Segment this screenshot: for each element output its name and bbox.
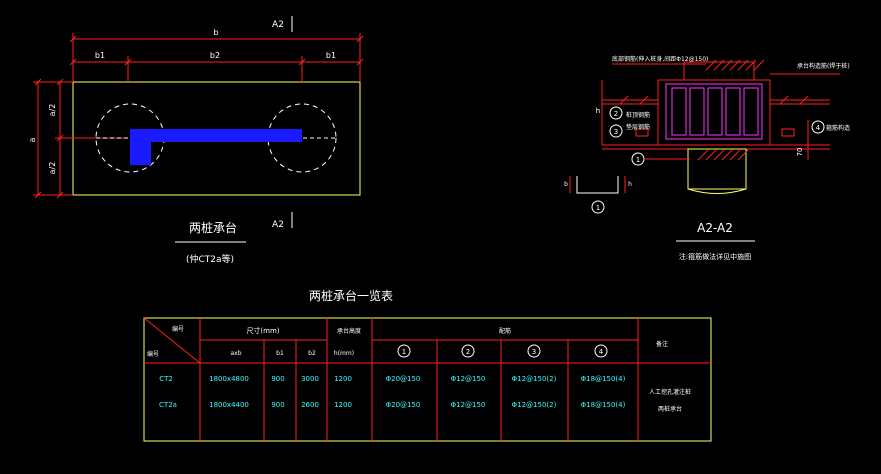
remark-line-1: 人工挖孔灌注桩 <box>649 388 691 396</box>
section-hatch <box>619 59 809 161</box>
cell-r3: Φ12@150(2) <box>512 401 557 409</box>
header-diagonal <box>143 317 201 364</box>
svg-text:2: 2 <box>466 348 470 356</box>
rebar-cage <box>665 83 763 140</box>
cell-id: CT2 <box>159 375 173 383</box>
table-border <box>143 317 712 442</box>
section-title: A2-A2 <box>697 221 733 235</box>
svg-text:编号: 编号 <box>172 325 184 333</box>
svg-text:3: 3 <box>614 128 618 136</box>
marker-3: 3 <box>609 124 623 138</box>
svg-text:4: 4 <box>599 348 604 356</box>
header-num-1: 1 <box>397 344 411 358</box>
section-label-left-mid: 桩顶钢筋 <box>626 111 650 119</box>
cell-b2: 2600 <box>301 401 319 409</box>
svg-text:1: 1 <box>636 156 640 164</box>
cell-b1: 900 <box>271 375 284 383</box>
section-label-right-low: 箍筋构造 <box>826 124 850 132</box>
header-remark: 备注 <box>656 340 668 348</box>
section-mark-bottom: A2 <box>272 220 284 230</box>
table-row: CT2 1800x4800 900 3000 1200 Φ20@150 Φ12@… <box>159 375 625 383</box>
section-mark-top: A2 <box>272 20 284 30</box>
table-title: 两桩承台一览表 <box>309 288 393 303</box>
cell-axb: 1800x4400 <box>209 401 249 409</box>
header-size: 尺寸(mm) <box>246 326 279 335</box>
header-num-4: 4 <box>594 344 608 358</box>
dim-label-b2: b2 <box>210 51 220 60</box>
svg-text:h: h <box>628 181 632 188</box>
section-label-right-top: 承台构造筋(焊于桩) <box>797 62 850 70</box>
cell-r4: Φ18@150(4) <box>581 401 626 409</box>
svg-text:2: 2 <box>614 110 618 118</box>
section-note-bottom: 注:箍筋做法详见中施图 <box>679 252 751 261</box>
cell-r2: Φ12@150 <box>451 375 486 383</box>
dim-label-b1-left: b1 <box>95 51 105 60</box>
dim-label-b: b <box>213 28 218 37</box>
cell-b1: 900 <box>271 401 284 409</box>
section-view: h 70 底部钢筋(伸入桩身,间距Φ12@150) 承台构造筋(焊于桩) 桩顶钢… <box>564 55 850 261</box>
plan-title: 两桩承台 <box>189 220 237 235</box>
dim-label-a2-bottom: a/2 <box>48 162 57 175</box>
section-pile <box>687 148 747 190</box>
svg-text:b: b <box>564 181 568 188</box>
section-dim-h: h <box>596 107 600 115</box>
dim-label-a2-top: a/2 <box>48 104 57 117</box>
cell-h: 1200 <box>334 401 352 409</box>
svg-text:4: 4 <box>816 124 821 132</box>
header-height: 承台高度 <box>337 327 361 335</box>
pile-cap-table: 两桩承台一览表 编号 编号 尺寸(mm) 承台高度 h(mm) 配筋 备注 ax… <box>143 288 712 442</box>
header-rebar: 配筋 <box>499 327 511 335</box>
header-b2: b2 <box>308 350 316 357</box>
section-label-left-low: 垫层钢筋 <box>626 123 650 131</box>
cell-r1: Φ20@150 <box>386 375 421 383</box>
marker-4: 4 <box>811 120 825 134</box>
section-note-top: 底部钢筋(伸入桩身,间距Φ12@150) <box>612 55 708 63</box>
header-b1: b1 <box>276 350 284 357</box>
cell-b2: 3000 <box>301 375 319 383</box>
header-num-3: 3 <box>527 344 541 358</box>
cell-r3: Φ12@150(2) <box>512 375 557 383</box>
header-axb: axb <box>230 350 241 357</box>
svg-text:3: 3 <box>532 348 536 356</box>
cell-r1: Φ20@150 <box>386 401 421 409</box>
marker-1: 1 <box>631 152 690 166</box>
cell-r2: Φ12@150 <box>451 401 486 409</box>
stirrup-detail: b h 1 <box>564 176 632 214</box>
svg-text:1: 1 <box>402 348 406 356</box>
cell-h: 1200 <box>334 375 352 383</box>
cell-r4: Φ18@150(4) <box>581 375 626 383</box>
section-dim-70: 70 <box>796 148 804 157</box>
svg-text:1: 1 <box>596 204 600 212</box>
remark-line-2: 两桩承台 <box>658 405 682 413</box>
dim-label-b1-right: b1 <box>326 51 336 60</box>
svg-text:编号: 编号 <box>147 350 159 358</box>
cell-axb: 1800x4800 <box>209 375 249 383</box>
header-num-2: 2 <box>461 344 475 358</box>
dim-label-a: a <box>28 137 37 142</box>
table-row: CT2a 1800x4400 900 2600 1200 Φ20@150 Φ12… <box>159 401 626 409</box>
beam-hatch <box>130 129 302 165</box>
pile-right <box>267 103 337 173</box>
header-height-unit: h(mm) <box>334 350 354 357</box>
marker-2: 2 <box>609 106 623 120</box>
plan-subtitle: (仲CT2a等) <box>186 253 234 265</box>
plan-view: b b1 b2 b1 a a/2 a/2 A2 A2 两桩承台 (仲CT2a等) <box>28 16 364 265</box>
cell-id: CT2a <box>159 401 177 409</box>
